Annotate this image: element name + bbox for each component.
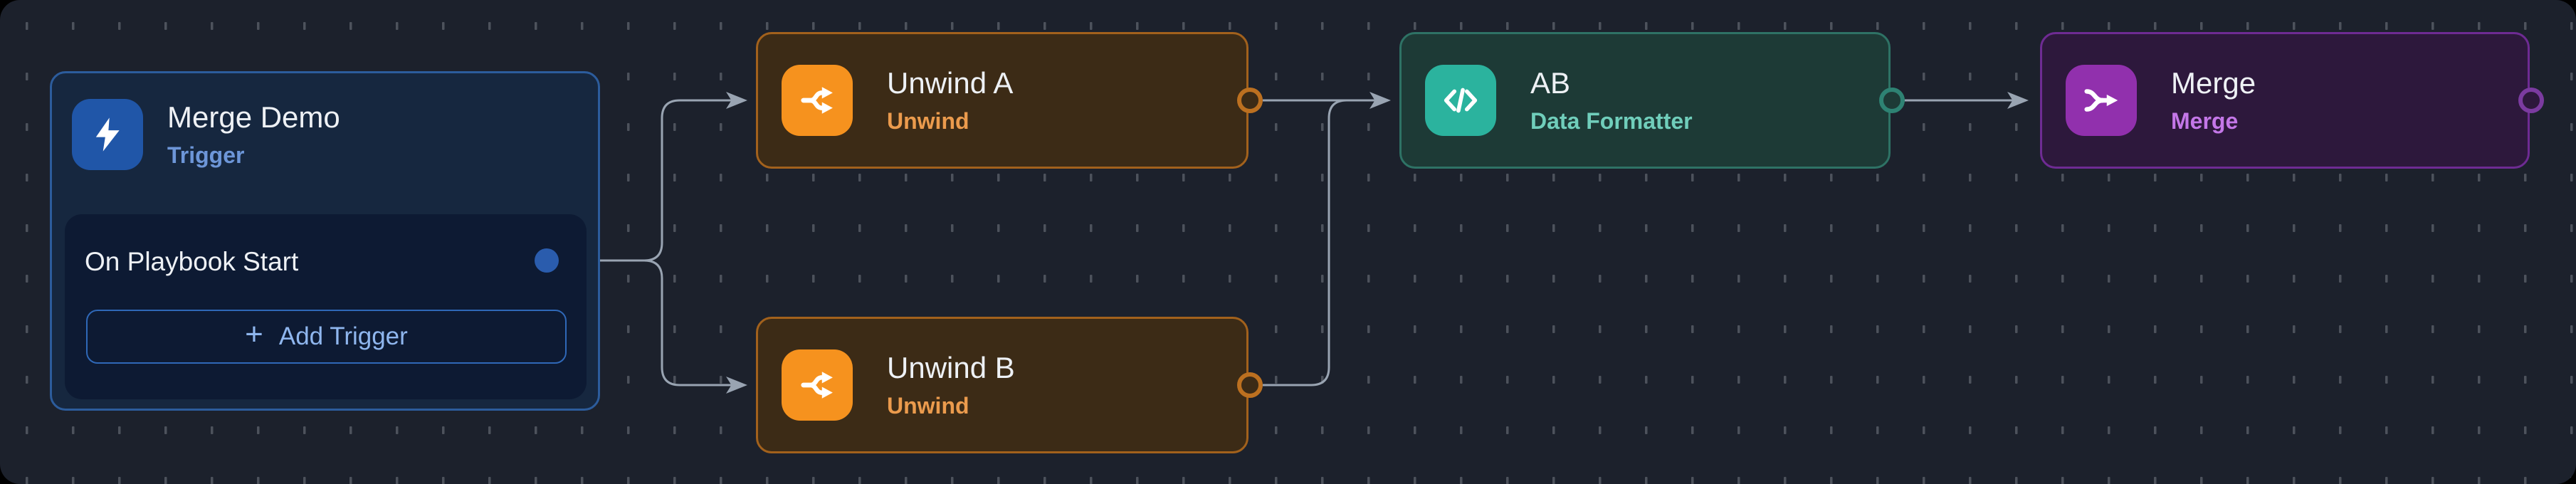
trigger-node-header: Merge Demo Trigger <box>52 73 598 170</box>
trigger-item-on-playbook-start[interactable]: On Playbook Start <box>85 247 299 276</box>
node-data-formatter-ab[interactable]: AB Data Formatter <box>1399 32 1891 169</box>
node-title: Unwind B <box>887 351 1015 385</box>
node-trigger-merge-demo[interactable]: Merge Demo Trigger On Playbook Start + A… <box>50 71 600 411</box>
node-merge[interactable]: Merge Merge <box>2040 32 2530 169</box>
node-title: Merge Demo <box>167 100 340 135</box>
plus-icon: + <box>245 317 263 352</box>
node-title: Merge <box>2171 66 2256 100</box>
node-title: Unwind A <box>887 66 1014 100</box>
edge-unwind-b-to-ab[interactable] <box>1263 99 1384 386</box>
merge-arrows-icon <box>2066 65 2137 136</box>
port-output-trigger[interactable] <box>535 248 559 273</box>
edge-trigger-to-unwind-b[interactable] <box>559 259 747 394</box>
code-icon <box>1425 65 1496 136</box>
add-trigger-label: Add Trigger <box>278 322 408 350</box>
node-type-label: Unwind <box>887 392 969 419</box>
node-title: AB <box>1530 66 1571 100</box>
edge-trigger-to-unwind-a[interactable] <box>559 92 747 262</box>
node-unwind-a[interactable]: Unwind A Unwind <box>756 32 1248 169</box>
port-output-merge[interactable] <box>2518 88 2544 113</box>
add-trigger-button[interactable]: + Add Trigger <box>86 310 567 364</box>
node-type-label: Data Formatter <box>1530 107 1693 134</box>
port-output-unwind-b[interactable] <box>1237 372 1263 398</box>
port-output-unwind-a[interactable] <box>1237 88 1263 113</box>
branch-split-icon <box>782 65 853 136</box>
lightning-icon <box>72 99 143 170</box>
branch-split-icon <box>782 349 853 421</box>
node-unwind-b[interactable]: Unwind B Unwind <box>756 317 1248 453</box>
node-type-label: Trigger <box>167 142 245 168</box>
node-type-label: Merge <box>2171 107 2239 134</box>
port-output-ab[interactable] <box>1879 88 1905 113</box>
trigger-list-panel: On Playbook Start + Add Trigger <box>65 214 587 399</box>
node-type-label: Unwind <box>887 107 969 134</box>
